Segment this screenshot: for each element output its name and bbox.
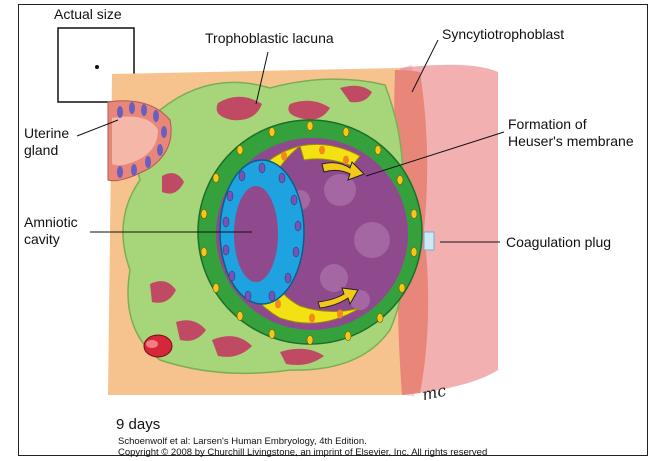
amniotic-cavity: [234, 186, 278, 282]
actual-size-dot: [95, 65, 99, 69]
stage-label: 9 days: [116, 416, 160, 433]
coagulation-plug: [424, 232, 434, 250]
label-heuser-line1: Formation of: [508, 116, 587, 133]
label-actual-size: Actual size: [54, 6, 122, 23]
label-amniotic-line1: Amniotic: [24, 214, 78, 231]
label-syncytiotrophoblast: Syncytiotrophoblast: [442, 26, 564, 43]
label-uterine-gland-line1: Uterine: [24, 125, 69, 142]
label-heuser-line2: Heuser's membrane: [508, 133, 634, 150]
citation-line2: Copyright © 2008 by Churchill Livingston…: [118, 447, 487, 458]
citation-line1: Schoenwolf et al: Larsen's Human Embryol…: [118, 436, 367, 447]
label-uterine-gland-line2: gland: [24, 142, 58, 159]
label-trophoblastic-lacuna: Trophoblastic lacuna: [205, 30, 334, 47]
label-coagulation-plug: Coagulation plug: [506, 234, 611, 251]
label-amniotic-line2: cavity: [24, 231, 60, 248]
